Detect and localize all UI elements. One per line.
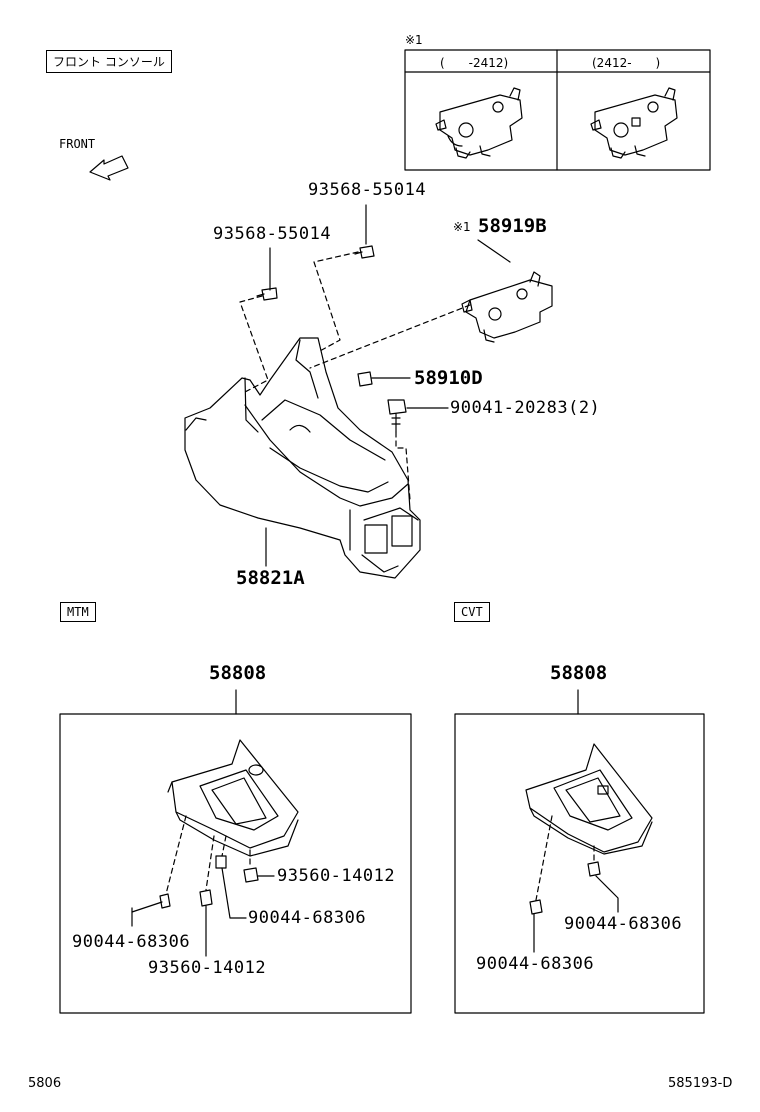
part-label-58919b: 58919B (478, 215, 547, 237)
cvt-assembly-label: 58808 (550, 662, 608, 684)
part-label-93568-upper: 93568-55014 (308, 180, 427, 200)
cvt-leader-lines (533, 875, 619, 953)
front-label: FRONT (59, 137, 96, 151)
mtm-assembly-label: 58808 (209, 662, 267, 684)
mtm-part-93560-right: 93560-14012 (277, 866, 396, 886)
part-label-58919b-mark: ※1 (453, 220, 471, 234)
mtm-dashed-lines (165, 815, 251, 895)
mtm-part-93560-bottom: 93560-14012 (148, 958, 267, 978)
front-arrow-icon (89, 155, 129, 181)
cvt-box (454, 689, 705, 1014)
cvt-fasteners (529, 861, 601, 915)
cvt-tag: CVT (454, 602, 490, 622)
upper-dashed-lines (239, 251, 471, 501)
bracket-variant-1-drawing (435, 87, 523, 159)
screw-93568-lower-icon (256, 287, 278, 301)
mtm-leader-lines (131, 867, 275, 957)
clip-58910d-icon (357, 371, 373, 387)
bracket-variant-2-drawing (590, 87, 678, 159)
console-58821a-drawing (184, 337, 421, 579)
shift-panel-cvt-drawing (525, 743, 653, 855)
cvt-part-90044-right: 90044-68306 (564, 914, 683, 934)
mtm-fasteners (159, 855, 259, 909)
variant-table (404, 49, 711, 171)
cvt-dashed-lines (535, 815, 595, 901)
bracket-58919b-drawing (461, 271, 553, 343)
mtm-part-90044-right: 90044-68306 (248, 908, 367, 928)
part-label-93568-lower: 93568-55014 (213, 224, 332, 244)
variant-col2-header: (2412- ) (592, 56, 661, 70)
bolt-90041-icon (387, 399, 407, 433)
footer-right: 585193-D (668, 1076, 733, 1091)
footer-left: 5806 (28, 1076, 62, 1091)
shift-panel-mtm-drawing (167, 739, 299, 857)
variant-table-mark: ※1 (405, 33, 423, 47)
cvt-part-90044-left: 90044-68306 (476, 954, 595, 974)
mtm-part-90044-left: 90044-68306 (72, 932, 191, 952)
mtm-tag: MTM (60, 602, 96, 622)
part-label-90041: 90041-20283(2) (450, 398, 601, 418)
title-box: フロント コンソール (46, 50, 172, 73)
mtm-box (59, 689, 412, 1014)
upper-leader-lines (265, 204, 511, 567)
screw-93568-upper-icon (354, 245, 375, 259)
part-label-58910d: 58910D (414, 367, 483, 389)
part-label-58821a: 58821A (236, 567, 305, 589)
variant-col1-header: ( -2412) (440, 56, 509, 70)
